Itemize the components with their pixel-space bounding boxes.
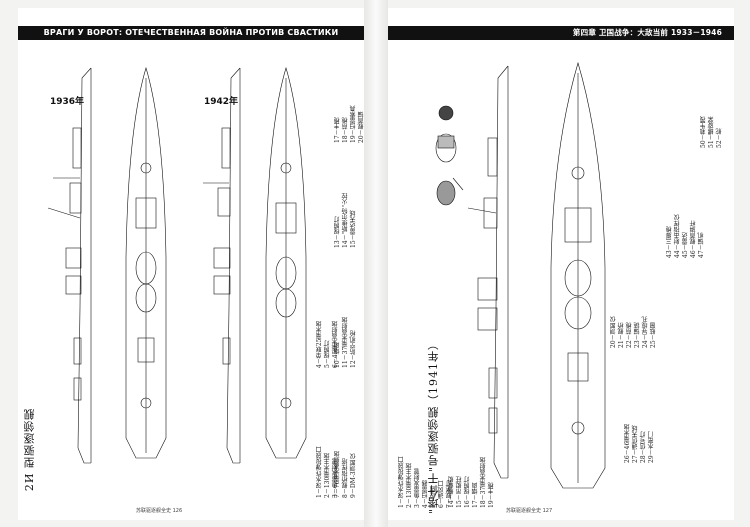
right-legend-d: 26－46毫米炮 27－通信天线 28－信号灯 29－水密门 (624, 423, 655, 463)
left-legend-c: 7－76毫米高射炮 8－舰桥指挥塔 9－DM-3测距仪 (334, 450, 357, 498)
left-ship-drawings (47, 66, 307, 464)
right-legend-a: 1－深水炸弹投放口 2－130毫米主炮 3－鱼雷发射管 4－扫雷器 5－绞盘 6… (398, 456, 453, 508)
ship-plan-1936 (125, 66, 167, 459)
right-legend-b: 14－舰载艇 15－吊艇柱 16－探照灯 17－烟囱 18－37毫米高射炮 19… (448, 456, 495, 508)
ship-plan-tashkent (550, 61, 606, 489)
ship-plan-1942 (265, 66, 307, 459)
right-legend-f: 50－救生筏 51－螺旋桨 52－舵 (700, 116, 723, 148)
right-page-header: 第四章 卫国战争：大敌当前 1933－1946 (388, 26, 734, 40)
left-page: ВРАГИ У ВОРОТ: ОТЕЧЕСТВЕННАЯ ВОЙНА ПРОТИ… (18, 8, 365, 520)
left-legend-e: 13－探照灯 14－"斯维尔特"火控 15－雷达天线 (334, 192, 357, 248)
right-legend-c: 20－测距仪 21－舰桥 22－前桅 23－锚链 24－导缆孔 25－舷窗 (610, 316, 657, 348)
left-page-footer: 苏联驱逐舰全史 126 (136, 508, 183, 514)
year-label-1936: 1936年 (50, 97, 85, 107)
ship-profile-tashkent (467, 65, 509, 479)
right-ship-drawings (435, 61, 606, 489)
left-legend-f: 17－主桅 18－前桅 19－扫雷索具 20－舰首锚 (334, 105, 365, 143)
inset-detail (435, 105, 464, 206)
ship-profile-1936 (47, 67, 92, 464)
right-page-footer: 苏联驱逐舰全史 127 (506, 508, 553, 514)
left-page-header: ВРАГИ У ВОРОТ: ОТЕЧЕСТВЕННАЯ ВОЙНА ПРОТИ… (18, 26, 364, 40)
left-legend-d: 10－烟囱 11－37毫米高射炮 12－防空机枪 (334, 316, 357, 368)
page-gutter (364, 0, 388, 527)
year-label-1942: 1942年 (204, 97, 239, 107)
ship-profile-1942 (203, 67, 241, 464)
left-vertical-title: 2И 型驱逐领舰 (23, 408, 36, 492)
right-page: 第四章 卫国战争：大敌当前 1933－1946 (388, 8, 734, 520)
right-legend-e: 43－三脚桅 44－射击指挥仪 45－雷达 46－舰首旗杆 47－锚机 (666, 214, 705, 258)
